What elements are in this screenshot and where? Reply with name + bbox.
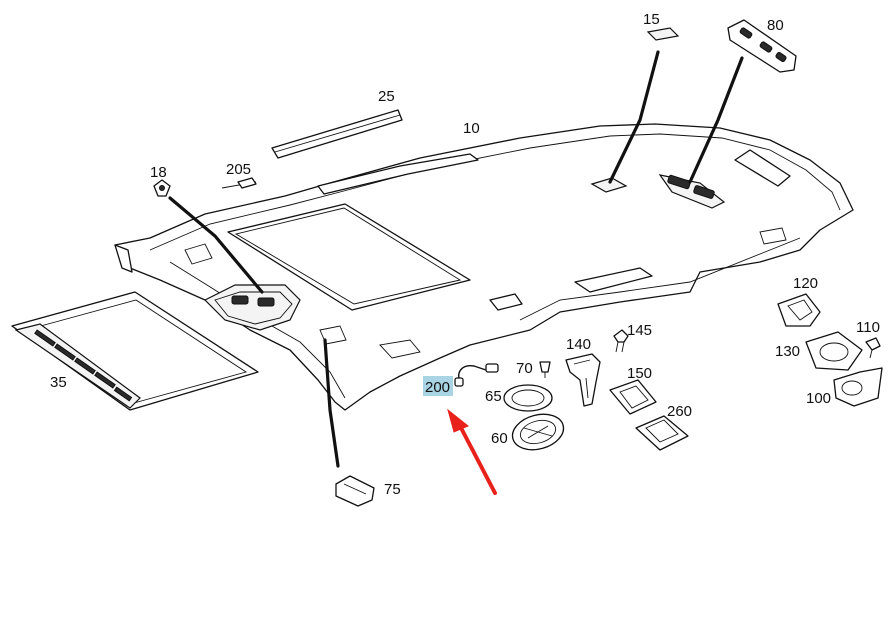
housing-260 <box>635 415 689 451</box>
bracket-140 <box>565 353 601 407</box>
callout-35: 35 <box>50 374 67 391</box>
callout-260: 260 <box>667 403 692 420</box>
leader-lines <box>168 50 744 468</box>
pin-110 <box>865 337 881 359</box>
lamp-75 <box>335 475 375 507</box>
callout-labels: 15 80 25 10 18 205 35 120 110 130 100 14… <box>50 11 880 498</box>
bracket-120 <box>777 293 821 327</box>
callout-18: 18 <box>150 164 167 181</box>
callout-130: 130 <box>775 343 800 360</box>
screw-70 <box>539 361 551 378</box>
bracket-100 <box>833 367 883 407</box>
harness-200 <box>454 363 499 387</box>
callout-15: 15 <box>643 11 660 28</box>
trim-strip-25 <box>271 109 403 159</box>
callout-145: 145 <box>627 322 652 339</box>
callout-65: 65 <box>485 388 502 405</box>
fastener-18 <box>153 179 171 197</box>
callout-140: 140 <box>566 336 591 353</box>
callout-150: 150 <box>627 365 652 382</box>
lamp-60 <box>511 413 565 451</box>
callout-25: 25 <box>378 88 395 105</box>
callout-200: 200 <box>425 379 450 396</box>
callout-75: 75 <box>384 481 401 498</box>
callout-10: 10 <box>463 120 480 137</box>
callout-60: 60 <box>491 430 508 447</box>
headliner-panel <box>114 123 854 411</box>
callout-70: 70 <box>516 360 533 377</box>
callout-205: 205 <box>226 161 251 178</box>
callout-110: 110 <box>856 319 880 336</box>
callout-80: 80 <box>767 17 784 34</box>
callout-120: 120 <box>793 275 818 292</box>
callout-200-highlight <box>423 376 453 396</box>
bezel-65 <box>503 384 553 412</box>
bracket-150 <box>609 379 657 415</box>
bracket-80 <box>727 19 797 73</box>
rear-trim-panel <box>11 291 259 411</box>
pad-15 <box>646 27 680 41</box>
red-arrow <box>447 408 497 495</box>
clip-205 <box>221 177 257 189</box>
housing-130 <box>805 331 863 371</box>
callout-100: 100 <box>806 390 831 407</box>
pin-145 <box>613 329 629 353</box>
